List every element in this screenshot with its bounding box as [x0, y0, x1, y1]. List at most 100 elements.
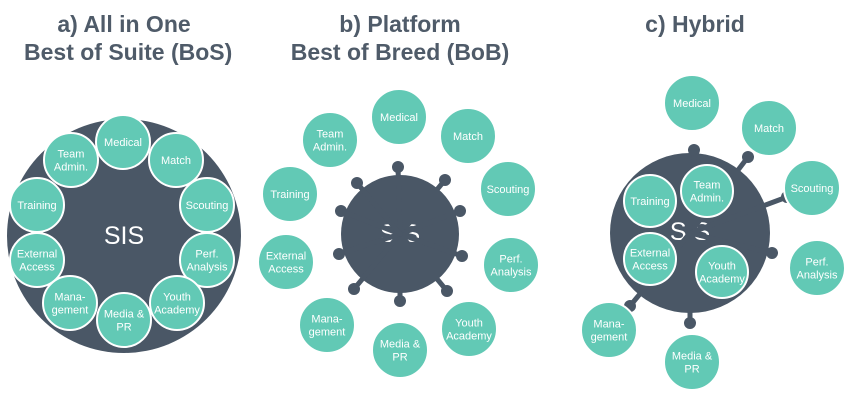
b-team-admin-connector	[354, 180, 403, 237]
c-inner-youth-academy-label-1: Youth	[708, 260, 736, 272]
b-management-label-2: gement	[309, 326, 346, 338]
c-inner-youth-academy-node	[695, 245, 749, 299]
c-media-pr-node	[663, 333, 721, 391]
c-inner-training-node	[623, 174, 677, 228]
a-team-admin-label-1: Team	[58, 148, 85, 160]
title-all-in-one-line-2: Best of Suite (BoS)	[24, 39, 233, 65]
a-youth-academy-node	[149, 275, 205, 331]
c-scouting-connector	[687, 194, 790, 236]
b-perf-analysis-node	[482, 236, 540, 294]
c-medical-connector-dot	[688, 144, 700, 156]
a-sis-label: SIS	[104, 222, 144, 250]
c-management-node	[580, 301, 638, 359]
a-medical-label-1: Medical	[104, 137, 142, 149]
b-team-admin-label-1: Team	[317, 128, 344, 140]
b-external-access-label-1: External	[266, 250, 306, 262]
b-team-admin-label-2: Admin.	[313, 141, 347, 153]
c-perf-analysis-label-1: Perf.	[805, 256, 828, 268]
a-media-pr-node	[96, 292, 152, 348]
b-youth-academy-node	[440, 300, 498, 358]
c-inner-youth-academy-label-2: Academy	[699, 273, 745, 285]
title-platform: b) Platform Best of Breed (BoB)	[290, 10, 510, 66]
b-team-admin-node	[301, 111, 359, 169]
a-training-node	[9, 177, 65, 233]
b-training-connector-dot	[335, 205, 347, 217]
a-external-access-label-1: External	[17, 248, 57, 260]
a-perf-analysis-node	[179, 232, 235, 288]
a-medical-node	[95, 114, 151, 170]
a-external-access-label-2: Access	[19, 261, 55, 273]
c-inner-external-access-label-1: External	[630, 247, 670, 259]
b-management-connector	[351, 231, 403, 292]
c-perf-analysis-connector	[687, 230, 775, 256]
a-youth-academy-label-1: Youth	[163, 291, 191, 303]
b-medical-connector-dot	[392, 161, 404, 173]
b-perf-analysis-connector-dot	[456, 250, 468, 262]
b-scouting-node	[479, 160, 537, 218]
a-youth-academy-label-2: Academy	[154, 304, 200, 316]
b-match-connector-dot	[439, 174, 451, 186]
c-scouting-node	[783, 159, 841, 217]
c-inner-training-label-1: Training	[630, 196, 669, 208]
b-medical-connector	[395, 164, 403, 237]
b-management-connector-dot	[348, 283, 360, 295]
c-match-connector-dot	[742, 151, 754, 163]
b-perf-analysis-label-2: Analysis	[491, 266, 532, 278]
a-management-label-2: gement	[52, 304, 89, 316]
c-inner-team-admin-label-2: Admin.	[690, 192, 724, 204]
title-hybrid: c) Hybrid	[615, 10, 775, 38]
c-medical-node	[663, 74, 721, 132]
b-training-node	[261, 165, 319, 223]
b-youth-academy-label-1: Youth	[455, 317, 483, 329]
b-scouting-label-1: Scouting	[487, 184, 530, 196]
a-match-node	[148, 132, 204, 188]
b-match-node	[439, 107, 497, 165]
b-media-pr-connector-dot	[394, 295, 406, 307]
b-external-access-connector	[336, 231, 403, 257]
a-management-label-1: Mana-	[54, 291, 86, 303]
c-media-pr-connector-dot	[684, 317, 696, 329]
a-media-pr-label-1: Media &	[104, 308, 145, 320]
title-all-in-one-line-1: a) All in One	[57, 11, 191, 37]
title-platform-line-2: Best of Breed (BoB)	[290, 39, 510, 65]
b-medical-node	[370, 88, 428, 146]
b-scouting-connector	[397, 208, 463, 237]
c-match-node	[740, 99, 798, 157]
b-youth-academy-connector-dot	[441, 285, 453, 297]
c-perf-analysis-label-2: Analysis	[797, 269, 838, 281]
b-medical-label-1: Medical	[380, 112, 418, 124]
b-team-admin-connector-dot	[351, 177, 363, 189]
b-training-connector	[338, 208, 403, 237]
b-media-pr-label-1: Media &	[380, 338, 421, 350]
a-training-label-1: Training	[17, 200, 56, 212]
c-inner-external-access-node	[623, 232, 677, 286]
a-team-admin-label-2: Admin.	[54, 161, 88, 173]
a-team-admin-node	[43, 132, 99, 188]
b-perf-analysis-label-1: Perf.	[499, 253, 522, 265]
b-match-label-1: Match	[453, 131, 483, 143]
b-media-pr-label-2: PR	[392, 351, 407, 363]
c-inner-external-access-label-2: Access	[632, 260, 668, 272]
c-scouting-label-1: Scouting	[791, 183, 834, 195]
b-external-access-node	[257, 233, 315, 291]
c-inner-team-admin-label-1: Team	[694, 179, 721, 191]
a-perf-analysis-label-1: Perf.	[195, 248, 218, 260]
b-external-access-connector-dot	[333, 248, 345, 260]
c-management-label-2: gement	[591, 331, 628, 343]
a-scouting-label-1: Scouting	[186, 200, 229, 212]
c-perf-analysis-node	[788, 239, 846, 297]
c-medical-label-1: Medical	[673, 98, 711, 110]
b-management-label-1: Mana-	[311, 313, 343, 325]
c-match-label-1: Match	[754, 123, 784, 135]
a-match-label-1: Match	[161, 155, 191, 167]
b-management-node	[298, 296, 356, 354]
a-management-node	[42, 275, 98, 331]
c-inner-team-admin-node	[680, 164, 734, 218]
a-media-pr-label-2: PR	[116, 321, 131, 333]
b-youth-academy-connector	[397, 231, 450, 294]
b-scouting-connector-dot	[454, 205, 466, 217]
title-all-in-one: a) All in One Best of Suite (BoS)	[24, 10, 233, 66]
b-media-pr-node	[371, 321, 429, 379]
c-media-pr-label-2: PR	[684, 363, 699, 375]
title-platform-line-1: b) Platform	[339, 11, 461, 37]
